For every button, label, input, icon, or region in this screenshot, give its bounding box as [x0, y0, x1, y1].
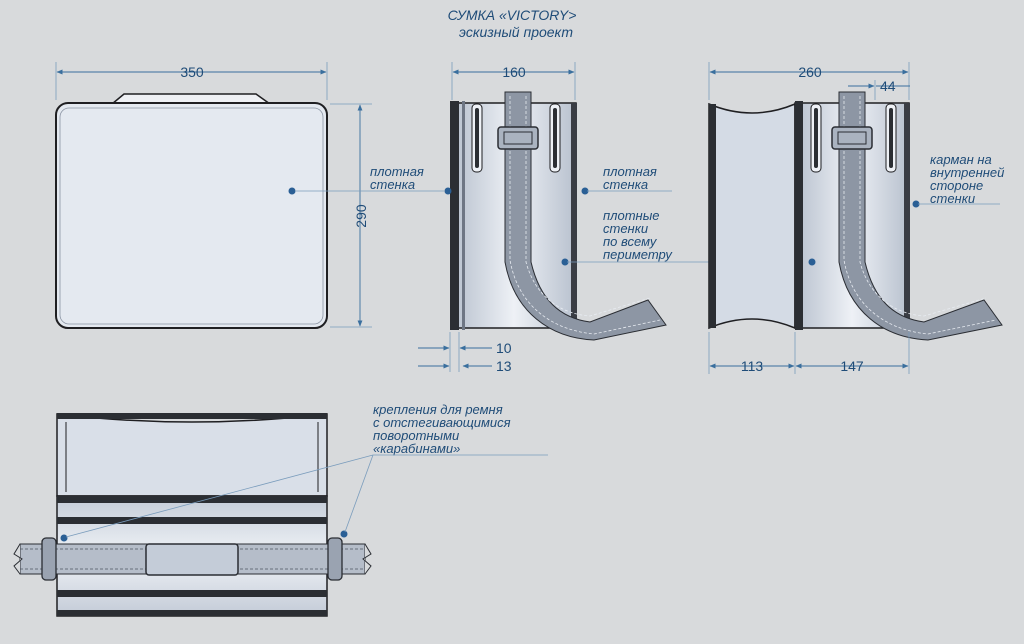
front-view: [55, 93, 328, 329]
front-marker-dot: [288, 187, 296, 195]
dim-side-small: 10 13: [418, 332, 512, 374]
dim-open-right-label: 147: [840, 358, 864, 374]
note-strap-mounts: крепления для ремня с отстегивающимися п…: [65, 402, 548, 538]
dim-open-width-label: 260: [798, 64, 822, 80]
top-buckle: [145, 543, 239, 576]
dim-side-width: 160: [451, 62, 576, 100]
note-pocket: карман на внутренней стороне стенки: [918, 152, 1004, 206]
front-panel: [55, 102, 328, 329]
dim-front-width: 350: [55, 62, 328, 100]
dim-front-width-label: 350: [180, 64, 204, 80]
side-view: [444, 91, 667, 341]
open-view: [708, 91, 1003, 341]
note-dense-wall-1-line2: стенка: [370, 177, 415, 192]
note-perimeter-line4: периметру: [603, 247, 673, 262]
side-dot-center: [561, 258, 569, 266]
open-strap: [838, 91, 1003, 341]
carabiner-right: [327, 537, 343, 581]
note-perimeter-line2: стенки: [603, 221, 648, 236]
note-dense-wall-1: плотная стенка: [370, 164, 424, 192]
dim-front-height-label: 290: [353, 204, 369, 228]
dim-small-2-label: 13: [496, 358, 512, 374]
note-perimeter: плотные стенки по всему периметру: [567, 208, 812, 263]
dim-open-left-label: 113: [741, 358, 764, 374]
top-back-panel: [56, 413, 328, 497]
top-dot-right: [340, 530, 348, 538]
side-left-wall: [450, 101, 459, 330]
note-dense-wall-1-line1: плотная: [370, 164, 424, 179]
side-dot-right: [581, 187, 589, 195]
dim-side-width-label: 160: [502, 64, 526, 80]
side-strap: [504, 91, 667, 341]
note-dense-wall-2: плотная стенка: [587, 164, 672, 192]
dim-small-1-label: 10: [496, 340, 512, 356]
note-strap-mounts-line3: поворотными: [373, 428, 459, 443]
note-perimeter-line1: плотные: [603, 208, 660, 223]
handle: [111, 93, 271, 105]
title-line-2: эскизный проект: [459, 24, 573, 40]
dim-open-bottom: 113 147: [708, 332, 910, 374]
side-dot-left: [444, 187, 452, 195]
note-strap-mounts-line4: «карабинами»: [373, 441, 460, 456]
note-pocket-line3: стороне: [930, 178, 983, 193]
note-pocket-line4: стенки: [930, 191, 975, 206]
open-dot-center: [808, 258, 816, 266]
note-strap-mounts-line1: крепления для ремня: [373, 402, 503, 417]
top-dot-left: [60, 534, 68, 542]
note-pocket-line2: внутренней: [930, 165, 1004, 180]
open-dot-right: [912, 200, 920, 208]
note-perimeter-line3: по всему: [603, 234, 658, 249]
dim-pocket-label: 44: [880, 78, 896, 94]
note-dense-wall-2-line1: плотная: [603, 164, 657, 179]
top-view: [13, 413, 372, 617]
title-line-1: СУМКА «VICTORY>: [448, 7, 577, 23]
carabiner-left: [41, 537, 57, 581]
dim-front-height: 290: [330, 103, 372, 328]
side-right-wall: [571, 103, 577, 328]
dim-open-width: 260: [708, 62, 910, 100]
dim-pocket: 44: [848, 78, 910, 100]
note-pocket-line1: карман на: [930, 152, 992, 167]
note-strap-mounts-line2: с отстегивающимися: [373, 415, 511, 430]
open-left-panel: [708, 102, 796, 330]
note-dense-wall-2-line2: стенка: [603, 177, 648, 192]
